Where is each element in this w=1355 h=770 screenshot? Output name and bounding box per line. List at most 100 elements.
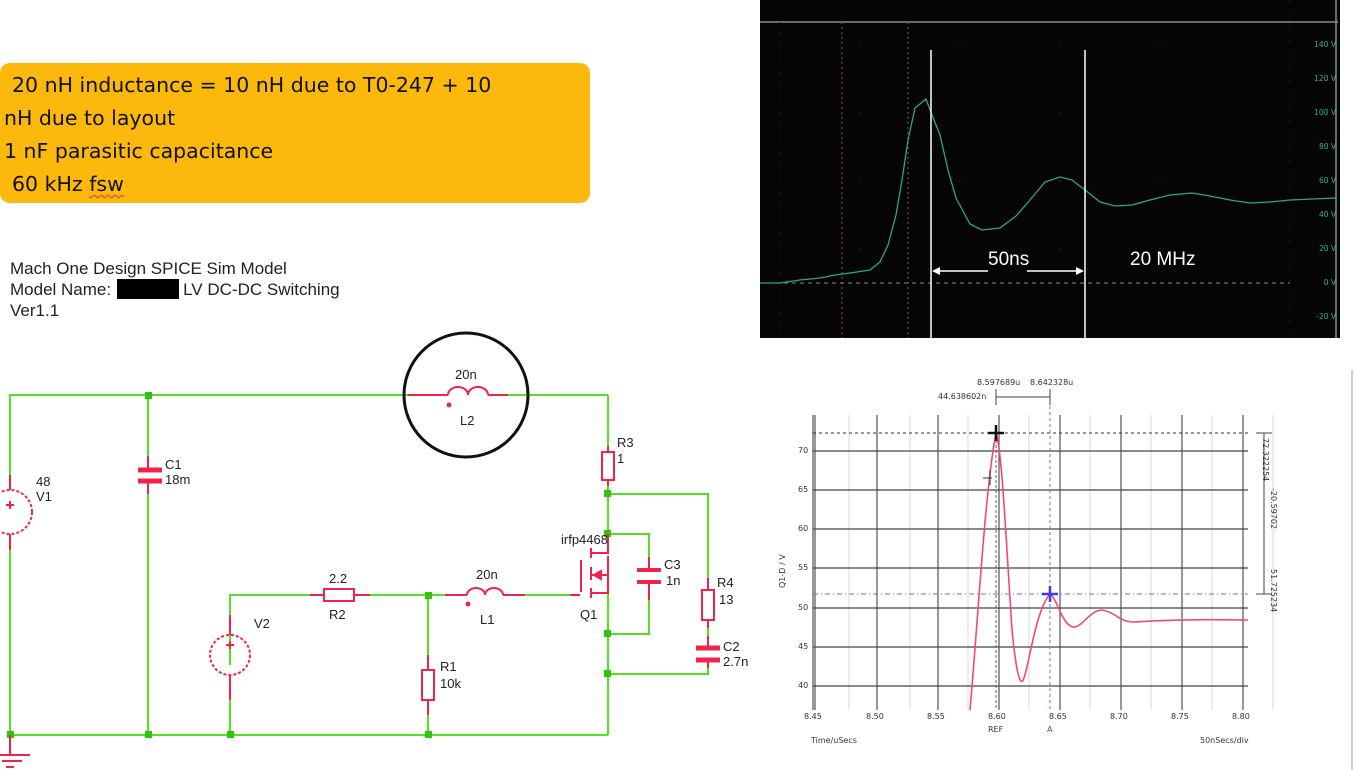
c3-value: 1n (666, 573, 681, 588)
c1-value: 18m (165, 472, 191, 487)
l1-name: L1 (480, 612, 495, 627)
scope-y-label-120: 120 V (1314, 74, 1336, 83)
sim-trace (969, 429, 1249, 711)
voltage-source-v2-icon (209, 615, 251, 700)
capacitor-c1-icon (138, 456, 162, 494)
scope-frequency-label: 20 MHz (1130, 249, 1196, 270)
c2-value: 2.7n (723, 654, 749, 669)
resistor-r1-icon (421, 655, 435, 715)
scope-y-label-140: 140 V (1314, 40, 1336, 49)
scope-plot (760, 0, 1338, 338)
note-line-3: 1 nF parasitic capacitance (4, 139, 274, 163)
note-frequency: 60 kHz (12, 172, 83, 196)
scope-y-label-100: 100 V (1314, 108, 1336, 117)
r3-name: R3 (617, 435, 634, 450)
a-cursor-label: A (1047, 725, 1053, 734)
c2-name: C2 (723, 639, 740, 654)
ref-crosshair-icon (988, 425, 1004, 441)
x-tick-870: 8.70 (1110, 712, 1128, 721)
scope-y-label-40: 40 V (1318, 210, 1336, 219)
r4-name: R4 (717, 575, 734, 590)
resistor-r4-icon (701, 578, 715, 628)
components (0, 386, 720, 768)
a-value-readout: 51.725234 (1269, 569, 1278, 613)
v2-name: V2 (254, 616, 270, 631)
l1-value: 20n (476, 567, 498, 582)
trigger-marker-lines (841, 22, 909, 338)
x-tick-860: 8.60 (988, 712, 1006, 721)
ground-icon (0, 735, 30, 768)
resistor-r2-icon (310, 588, 370, 602)
r3-value: 1 (617, 451, 625, 466)
mosfet-q1-icon (570, 534, 609, 598)
inductor-l1-icon (445, 587, 525, 607)
l2-value: 20n (455, 367, 477, 382)
y-tick-65: 65 (798, 485, 809, 494)
scope-y-label-0: 0 V (1323, 278, 1336, 287)
r4-value: 13 (719, 592, 734, 607)
capacitor-c2-icon (696, 636, 720, 668)
model-header-line2: Model Name: LV DC-DC Switching (10, 279, 340, 300)
note-fsw-misspelled: fsw (89, 172, 124, 196)
arrow-right-icon (1076, 267, 1084, 275)
inductor-l2-icon (408, 386, 508, 408)
x-tick-855: 8.55 (927, 712, 945, 721)
model-header-line3: Ver1.1 (10, 301, 60, 320)
r2-value: 2.2 (329, 571, 348, 586)
ref-value-readout: 72.322254 (1261, 438, 1270, 482)
wires (9, 394, 709, 736)
y-tick-60: 60 (798, 524, 809, 533)
x-tick-865: 8.65 (1049, 712, 1067, 721)
scope-y-label-60: 60 V (1318, 176, 1336, 185)
time-scale-label: 50nSecs/div (1200, 736, 1249, 745)
q1-name: Q1 (580, 607, 598, 622)
r2-name: R2 (329, 607, 346, 622)
a-crosshair-icon (1042, 586, 1058, 602)
x-axis-label: Time/uSecs (811, 736, 857, 745)
sim-plot (812, 370, 1353, 770)
y-tick-50: 50 (798, 603, 809, 612)
delta-time-readout: 44.638602n (938, 392, 987, 401)
note-line-4: 60 kHz fsw (4, 168, 590, 201)
model-name-value: LV DC-DC Switching (183, 280, 340, 299)
oscilloscope-capture: 140 V 120 V 100 V 80 V 60 V 40 V 20 V 0 … (760, 0, 1340, 338)
r1-value: 10k (440, 676, 461, 691)
note-line-1: 20 nH inductance = 10 nH due to T0-247 +… (12, 73, 492, 97)
y-tick-55: 55 (798, 563, 809, 572)
resistor-r3-icon (601, 446, 615, 486)
junction-dots (7, 392, 611, 738)
annotation-note-box: 20 nH inductance = 10 nH due to T0-247 +… (0, 63, 590, 203)
x-tick-845: 8.45 (804, 712, 822, 721)
l2-name: L2 (460, 413, 475, 428)
arrow-left-icon (932, 267, 940, 275)
x-tick-875: 8.75 (1171, 712, 1189, 721)
ref-cursor-label: REF (988, 725, 1004, 734)
r1-name: R1 (440, 659, 457, 674)
scope-y-label-neg20: -20 V (1316, 312, 1336, 321)
model-name-label: Model Name: (10, 280, 112, 299)
spice-sim-chart: 8.597689u 8.642328u 44.638602n 72.322254… (770, 370, 1355, 770)
delta-value-readout: -20.59702 (1269, 488, 1278, 530)
q1-part: irfp4468 (561, 532, 608, 547)
scope-trace (760, 97, 1337, 284)
v1-value: 48 (36, 474, 51, 489)
scope-period-label: 50ns (988, 249, 1030, 270)
scope-y-label-20: 20 V (1318, 244, 1336, 253)
c1-name: C1 (165, 457, 182, 472)
model-header: Mach One Design SPICE Sim Model Model Na… (10, 258, 340, 321)
y-tick-70: 70 (798, 446, 809, 455)
voltage-source-v1-icon (0, 475, 33, 550)
redacted-block (117, 279, 180, 299)
y-tick-40: 40 (798, 681, 809, 690)
v1-name: V1 (36, 489, 52, 504)
highlight-circle-l2 (402, 331, 530, 459)
capacitor-c3-icon (637, 557, 661, 600)
circuit-schematic (0, 331, 720, 768)
measurement-cursors (930, 50, 1086, 338)
scope-y-label-80: 80 V (1318, 142, 1336, 151)
ref-time-readout: 8.597689u (977, 378, 1021, 387)
model-header-line1: Mach One Design SPICE Sim Model (10, 259, 287, 278)
x-tick-850: 8.50 (866, 712, 884, 721)
y-axis-label: Q1-D / V (778, 554, 787, 588)
note-line-2: nH due to layout (4, 106, 176, 130)
